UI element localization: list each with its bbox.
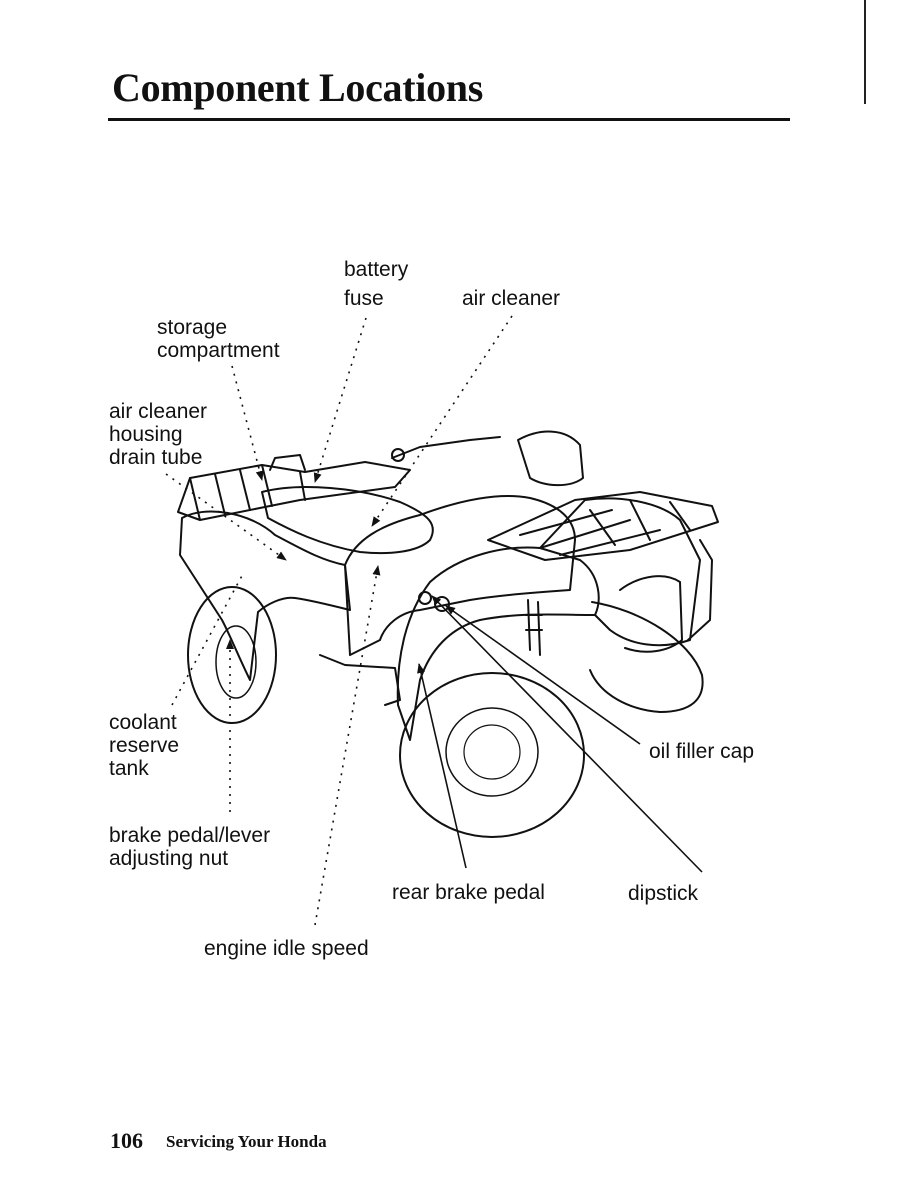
title-rule bbox=[108, 118, 790, 121]
front-right-wheel bbox=[589, 601, 704, 713]
front-left-wheel bbox=[399, 672, 585, 838]
label-battery: battery bbox=[344, 258, 409, 281]
label-coolant-reserve-tank: coolant reserve tank bbox=[109, 711, 180, 780]
front-rack bbox=[487, 491, 719, 561]
seat bbox=[261, 486, 434, 555]
label-fuse: fuse bbox=[344, 287, 384, 310]
label-storage-compartment: storage compartment bbox=[157, 316, 280, 362]
rear-fender bbox=[179, 510, 351, 681]
label-dipstick: dipstick bbox=[628, 882, 699, 905]
body bbox=[344, 495, 576, 656]
label-brake-adjusting-nut: brake pedal/lever adjusting nut bbox=[109, 824, 271, 870]
suspension bbox=[525, 599, 543, 656]
label-rear-brake-pedal: rear brake pedal bbox=[392, 881, 545, 904]
label-oil-filler-cap: oil filler cap bbox=[649, 740, 755, 763]
page-number: 106 bbox=[110, 1128, 143, 1153]
front-bumper bbox=[619, 575, 683, 653]
page-title: Component Locations bbox=[112, 65, 483, 110]
page-edge-line bbox=[864, 0, 866, 104]
headlight bbox=[517, 430, 584, 487]
handlebar bbox=[391, 436, 501, 459]
label-air-cleaner: air cleaner bbox=[462, 287, 561, 310]
section-title: Servicing Your Honda bbox=[166, 1132, 327, 1151]
label-engine-idle-speed: engine idle speed bbox=[204, 937, 369, 960]
rear-left-wheel bbox=[187, 586, 277, 724]
label-air-cleaner-housing-drain-tube: air cleaner housing drain tube bbox=[109, 400, 208, 469]
